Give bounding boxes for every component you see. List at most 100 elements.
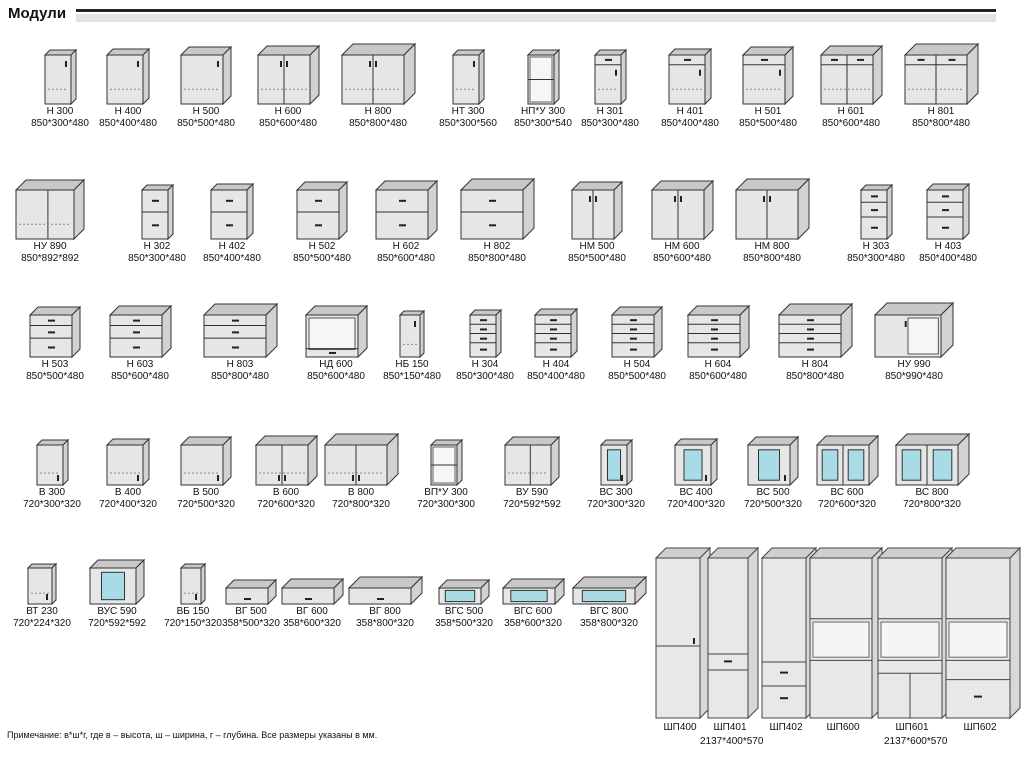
module-dimensions: 850*400*480 (919, 253, 977, 264)
module-dimensions: 850*300*480 (31, 118, 89, 129)
module-dimensions: 358*600*320 (504, 618, 562, 629)
module-name: Н 300 (46, 106, 74, 117)
module-dimensions: 720*592*592 (88, 618, 146, 629)
module-dimensions: 720*300*300 (417, 499, 475, 510)
cabinet-illustration (683, 304, 753, 359)
module-dimensions: 850*800*480 (743, 253, 801, 264)
module-dimensions: 850*400*480 (661, 118, 719, 129)
module-dimensions: 850*300*480 (456, 371, 514, 382)
cabinet-illustration (913, 182, 983, 241)
module-name: В 800 (347, 487, 375, 498)
module-name: Н 501 (754, 106, 782, 117)
module-dimensions: 850*800*480 (912, 118, 970, 129)
module-name: НД 600 (319, 359, 353, 370)
module-dimensions: 720*592*592 (503, 499, 561, 510)
module-dimensions: 720*500*320 (744, 499, 802, 510)
header-rule (76, 9, 996, 12)
page-title: Модули (8, 5, 67, 22)
cabinet-illustration (777, 302, 854, 359)
module-dimensions: 850*300*480 (128, 253, 186, 264)
cabinet-illustration (903, 42, 980, 106)
cabinet-illustration (661, 437, 731, 487)
cabinet-illustration (17, 438, 87, 487)
module-name: В 500 (192, 487, 220, 498)
module-dimensions: 850*500*480 (26, 371, 84, 382)
module-name: ВГС 800 (589, 606, 629, 617)
cabinet-illustration (602, 305, 672, 359)
module-name: В 600 (272, 487, 300, 498)
module-dimensions: 720*400*320 (667, 499, 725, 510)
cabinet-illustration (571, 575, 648, 606)
tall-cabinet-illustration (808, 546, 884, 720)
module-name: ВС 400 (679, 487, 713, 498)
module-dimensions: 850*500*480 (739, 118, 797, 129)
cabinet-illustration (816, 44, 886, 106)
module-dimensions: 850*300*540 (514, 118, 572, 129)
cabinet-illustration (202, 302, 279, 359)
module-name: Н 601 (837, 106, 865, 117)
module-name: ВТ 230 (26, 606, 58, 617)
tall-cabinet-illustration (944, 546, 1022, 720)
module-dimensions: 850*300*560 (439, 118, 497, 129)
module-name: Н 604 (704, 359, 732, 370)
module-name: Н 502 (308, 241, 336, 252)
cabinet-illustration (216, 578, 286, 606)
module-dimensions: 358*800*320 (356, 618, 414, 629)
module-name: Н 303 (862, 241, 890, 252)
module-name: НМ 600 (664, 241, 700, 252)
module-dimensions: 850*300*480 (581, 118, 639, 129)
module-name: Н 403 (934, 241, 962, 252)
module-name: Н 802 (483, 241, 511, 252)
module-dimensions: 850*800*480 (349, 118, 407, 129)
cabinet-illustration (122, 183, 192, 241)
cabinet-illustration (738, 435, 808, 487)
module-name: Н 603 (126, 359, 154, 370)
module-dimensions: 850*600*480 (377, 253, 435, 264)
module-name: НМ 800 (754, 241, 790, 252)
module-dimensions: 850*400*480 (527, 371, 585, 382)
cabinet-illustration (894, 432, 971, 487)
cabinet-illustration (841, 183, 911, 241)
module-name: Н 302 (143, 241, 171, 252)
cabinet-illustration (7, 562, 77, 606)
cabinet-illustration (171, 435, 241, 487)
cabinet-illustration (433, 48, 503, 106)
module-dimensions: 720*600*320 (818, 499, 876, 510)
header-band (76, 14, 996, 22)
module-dimensions: 850*500*480 (608, 371, 666, 382)
cabinet-illustration (411, 438, 481, 487)
cabinet-illustration (347, 575, 424, 606)
module-name: ВУС 590 (97, 606, 137, 617)
tall-cabinet-name: ШП601 (895, 722, 929, 733)
module-dimensions: 850*600*480 (307, 371, 365, 382)
